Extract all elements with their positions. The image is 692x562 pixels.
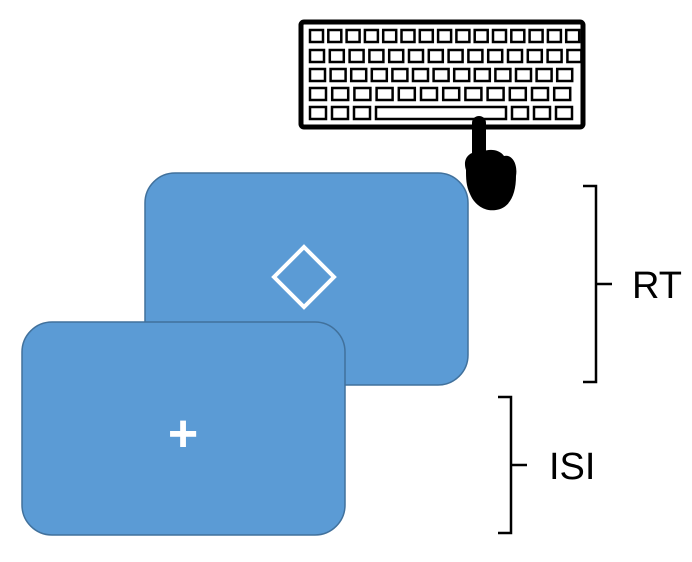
keyboard-key — [375, 86, 394, 102]
keyboard-key — [407, 48, 425, 64]
keyboard-key — [555, 67, 574, 83]
keyboard-key — [566, 48, 583, 64]
isi-bracket — [498, 395, 527, 535]
rt-label: RT — [632, 265, 682, 307]
keyboard-key — [452, 67, 471, 83]
keyboard-key — [391, 67, 409, 83]
keyboard-key — [514, 67, 533, 83]
keyboard-key — [506, 48, 524, 64]
keyboard-key — [387, 48, 405, 64]
keyboard-key — [455, 28, 471, 44]
pointing-hand-icon — [464, 116, 517, 211]
keyboard-key — [528, 28, 544, 44]
keyboard-key — [526, 48, 544, 64]
keyboard-key — [546, 48, 563, 64]
keyboard-key — [381, 28, 398, 44]
keyboard-key — [397, 86, 417, 102]
keyboard-key — [308, 86, 328, 102]
keyboard-key — [370, 67, 389, 83]
keyboard-key — [348, 48, 365, 64]
keyboard-key — [464, 86, 483, 102]
keyboard-key — [411, 67, 430, 83]
keyboard-key — [400, 28, 416, 44]
keyboard-key — [546, 28, 563, 44]
rt-bracket — [583, 184, 612, 384]
keyboard-key — [494, 67, 512, 83]
keyboard-key — [345, 28, 361, 44]
keyboard-icon — [298, 19, 586, 130]
keyboard-key — [491, 28, 508, 44]
keyboard-key — [510, 28, 526, 44]
keyboard-key — [419, 86, 439, 102]
keyboard-key — [328, 48, 346, 64]
keyboard-key — [329, 67, 347, 83]
keyboard-key — [486, 86, 505, 102]
keyboard-key — [327, 28, 343, 44]
keyboard-key — [308, 105, 328, 121]
keyboard-key — [486, 48, 504, 64]
diamond-stimulus — [271, 244, 337, 310]
keyboard-key — [363, 28, 380, 44]
keyboard-key — [432, 67, 450, 83]
keyboard-key — [535, 67, 553, 83]
fixation-screen: + — [21, 321, 346, 536]
keyboard-key — [467, 48, 484, 64]
keyboard-key — [308, 28, 325, 44]
keyboard-key — [530, 86, 550, 102]
keyboard-key — [308, 48, 326, 64]
keyboard-key — [308, 67, 327, 83]
fixation-cross: + — [168, 405, 198, 463]
keyboard-key — [554, 105, 574, 121]
keyboard-key — [508, 86, 528, 102]
keyboard-key — [473, 67, 492, 83]
keyboard-key — [510, 105, 530, 121]
keyboard-key — [330, 86, 350, 102]
keyboard-key — [330, 105, 350, 121]
keyboard-key — [552, 86, 572, 102]
keyboard-key — [352, 105, 372, 121]
keyboard-key — [349, 67, 368, 83]
keyboard-key — [473, 28, 489, 44]
keyboard-key — [427, 48, 445, 64]
keyboard-key — [441, 86, 461, 102]
keyboard-spacebar — [374, 105, 508, 121]
keyboard-key — [436, 28, 453, 44]
keyboard-key — [564, 28, 581, 44]
keyboard-key — [532, 105, 552, 121]
keyboard-key — [353, 86, 372, 102]
isi-label: ISI — [549, 446, 595, 488]
keyboard-key — [418, 28, 435, 44]
keyboard-key — [447, 48, 464, 64]
keyboard-key — [368, 48, 385, 64]
